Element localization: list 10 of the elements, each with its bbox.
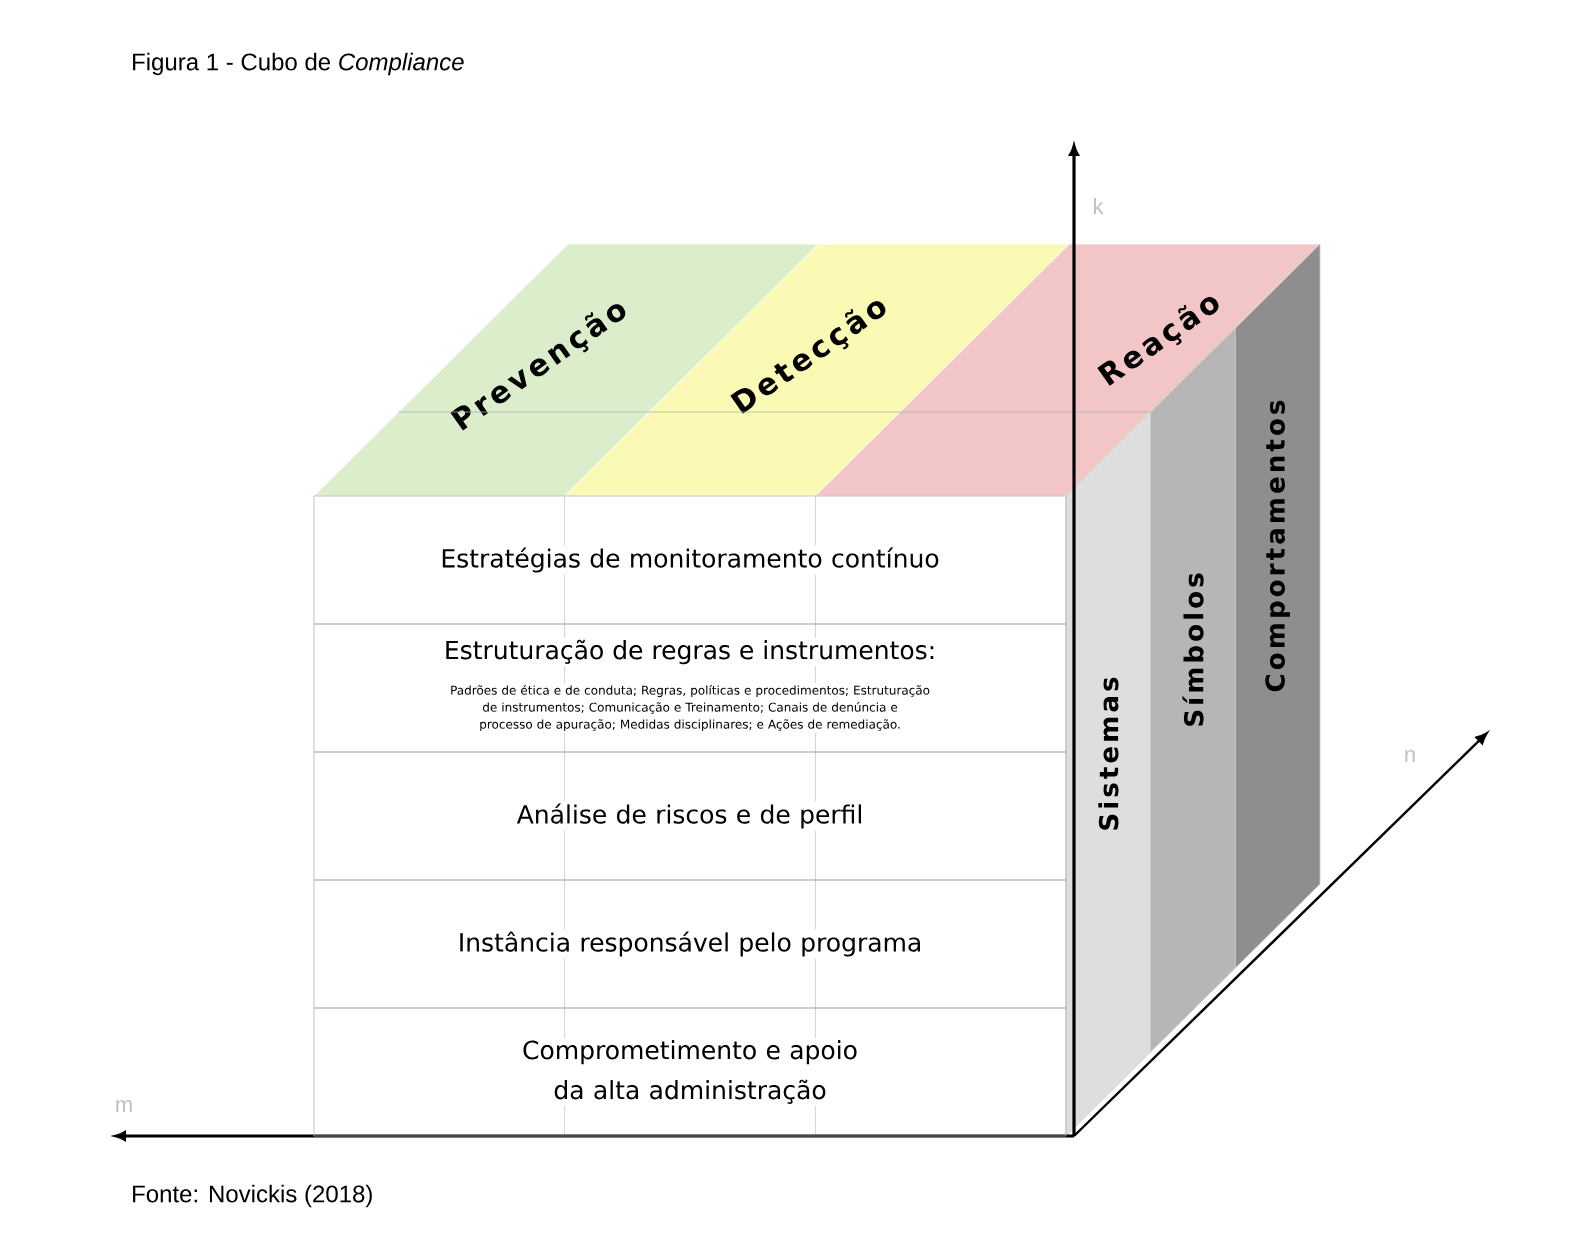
source-note: Fonte: Novickis (2018) — [133, 1184, 372, 1208]
side-slab: Comportamentos — [1235, 243, 1321, 969]
axis-label: n — [1405, 750, 1415, 762]
row-box: Estratégias de monitoramento contínuo — [313, 495, 1067, 625]
axis-label: m — [116, 1100, 132, 1112]
row-box: Comprometimento e apoio da alta administração — [313, 1007, 1067, 1137]
row-box: Instância responsável pelo programa — [313, 879, 1067, 1009]
axis-label: k — [1094, 198, 1104, 214]
row-box: Análise de riscos e de perfil — [313, 751, 1067, 881]
figure-title: Figura 1 - Cubo de Compliance — [133, 52, 464, 76]
